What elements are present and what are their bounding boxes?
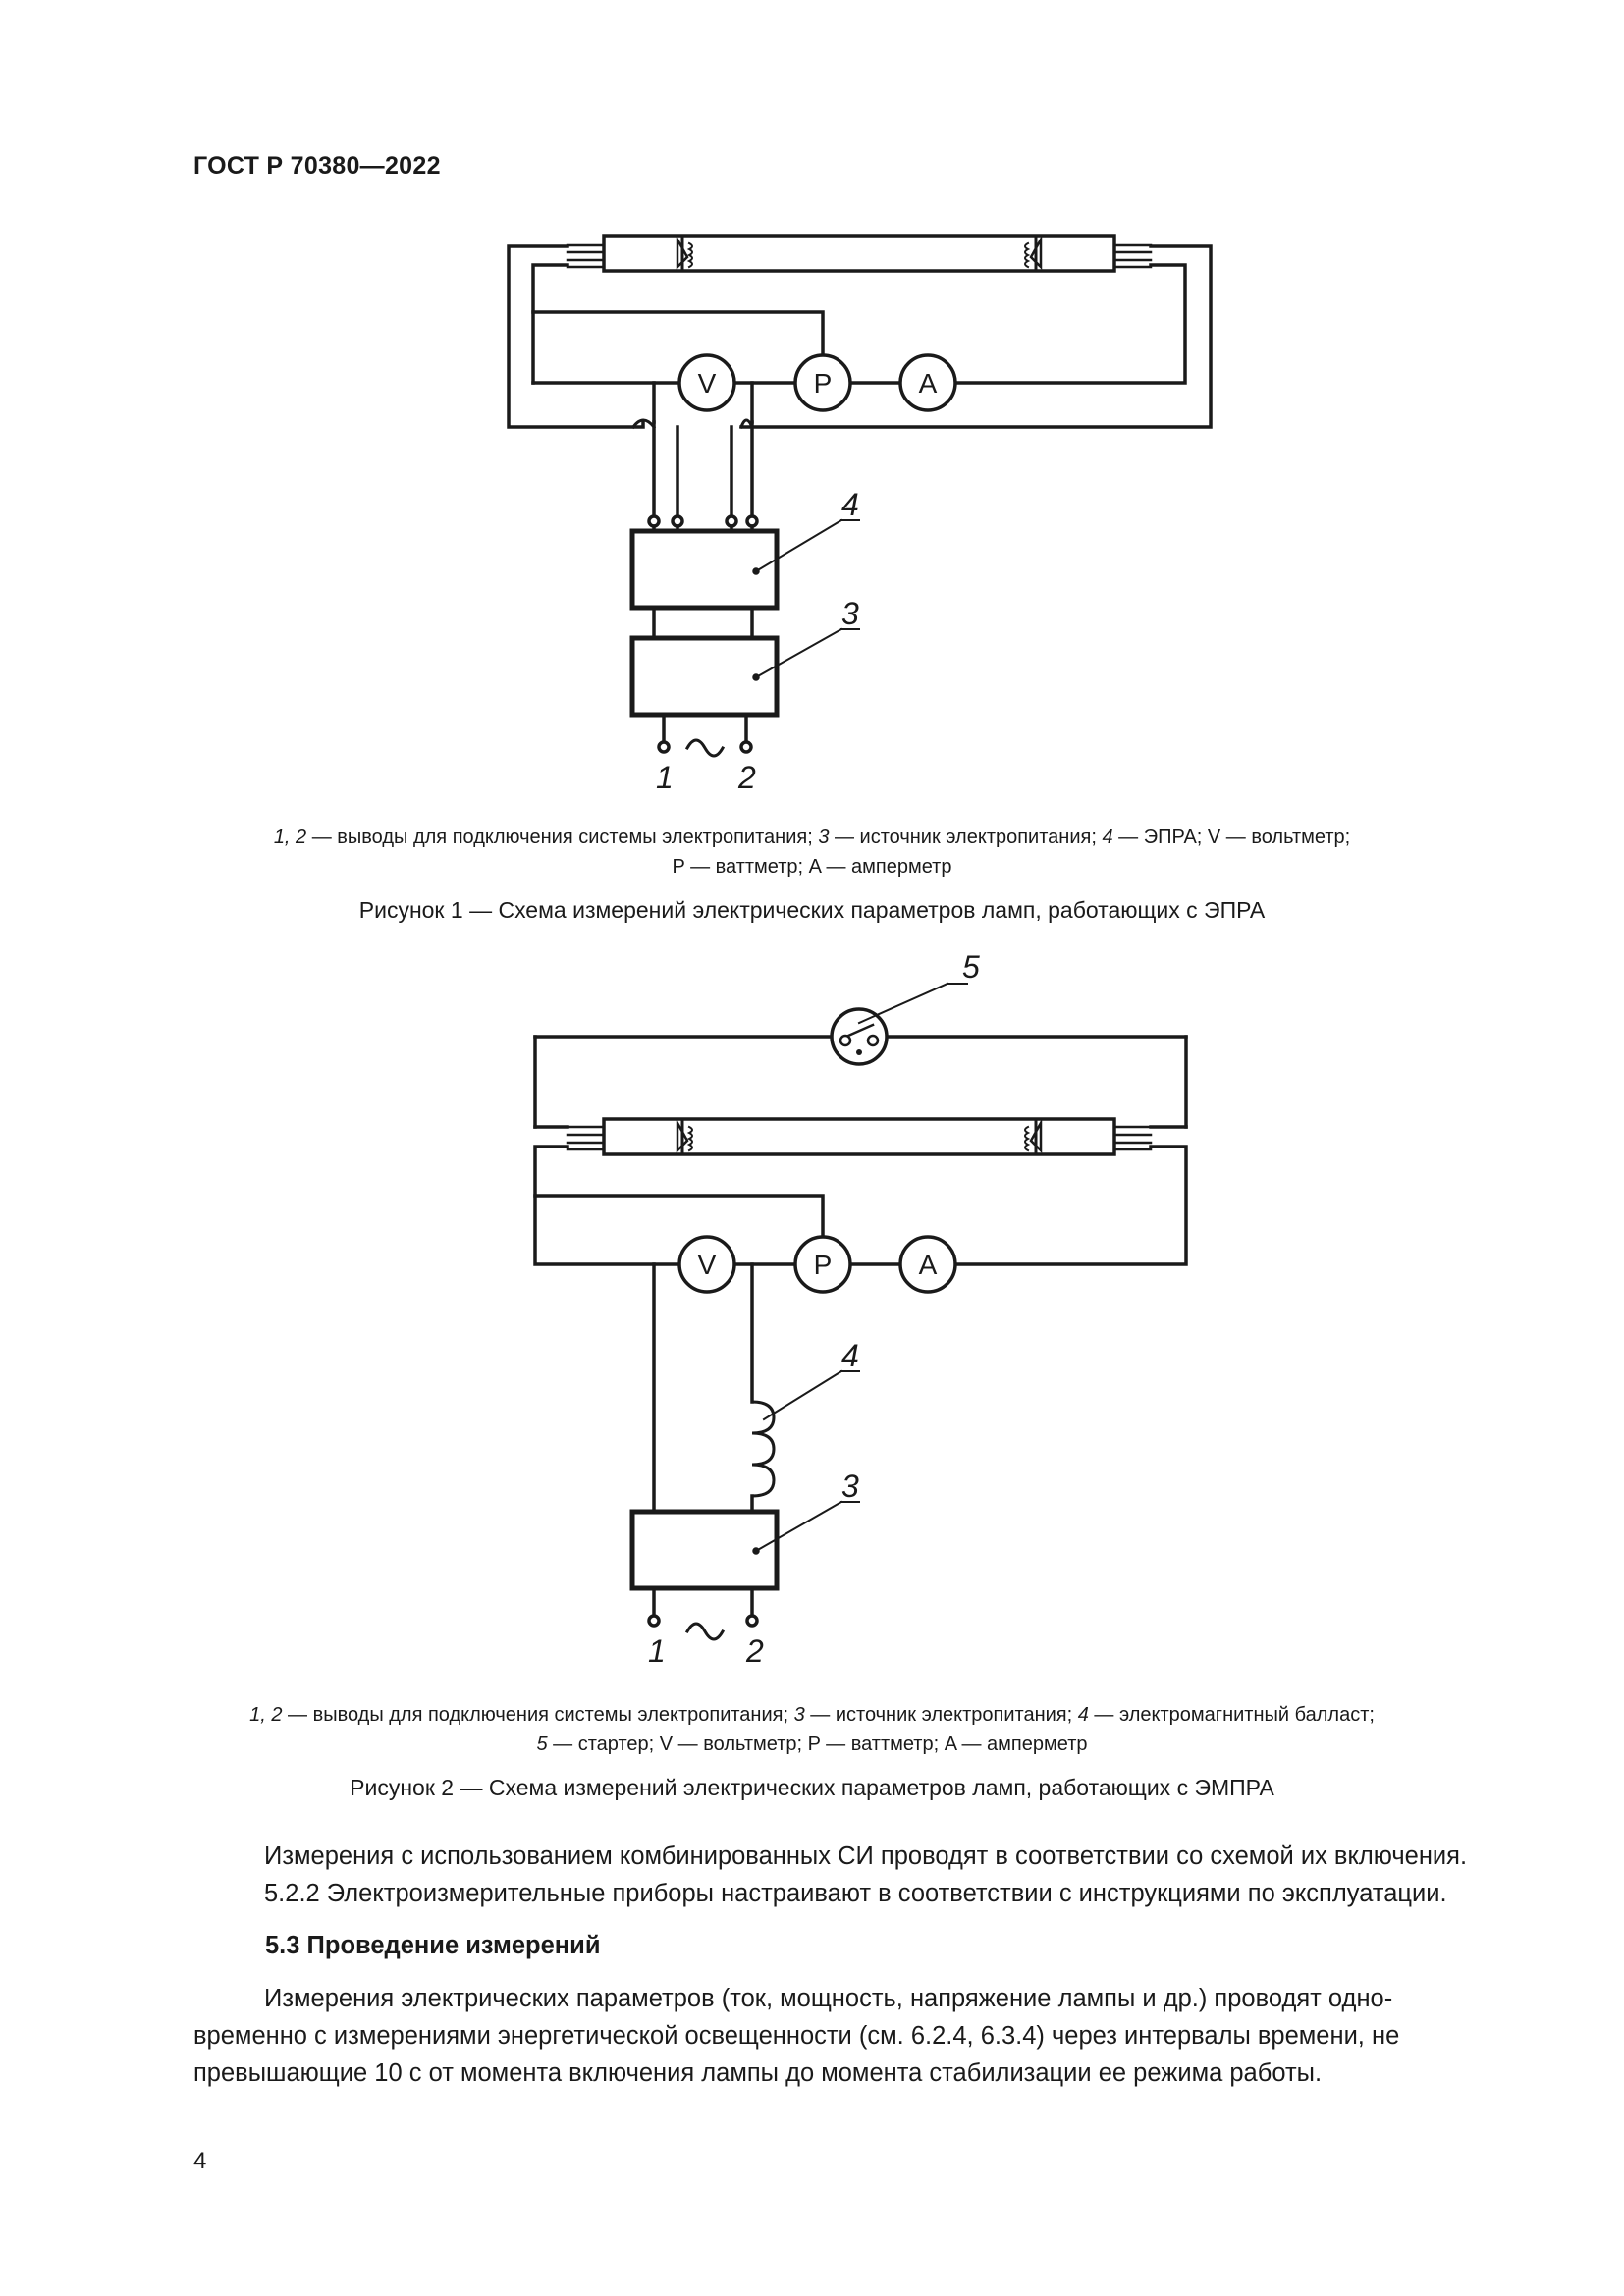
legend-term-3: 3 bbox=[818, 827, 830, 848]
label-ballast: 4 bbox=[841, 487, 859, 522]
page-number: 4 bbox=[193, 2148, 207, 2174]
legend-text: — выводы для подключения системы электро… bbox=[306, 827, 819, 848]
paragraph-5-2-2: 5.2.2 Электроизмерительные приборы настр… bbox=[264, 1880, 1447, 1907]
paragraph-measurements: Измерения электрических параметров (ток,… bbox=[193, 1980, 1517, 2092]
ammeter-label: A bbox=[919, 1250, 938, 1280]
starter bbox=[533, 1007, 1188, 1066]
voltmeter bbox=[677, 353, 736, 412]
document-header: ГОСТ Р 70380—2022 bbox=[193, 152, 441, 180]
paragraph-line: временно с измерениями энергетической ос… bbox=[193, 2022, 1400, 2050]
legend-text: — стартер; V — вольтметр; P — ваттметр; … bbox=[547, 1734, 1088, 1755]
legend-terms-1-2: 1, 2 bbox=[273, 827, 307, 848]
legend-text: — электромагнитный балласт; bbox=[1088, 1704, 1375, 1726]
legend-text: — выводы для подключения системы электро… bbox=[282, 1704, 794, 1726]
power-source-box bbox=[629, 1509, 780, 1591]
label-pin-2: 2 bbox=[737, 760, 756, 795]
legend-term-4: 4 bbox=[1102, 827, 1113, 848]
label-pin-1: 1 bbox=[656, 760, 674, 795]
legend-term-3: 3 bbox=[793, 1704, 805, 1726]
label-pin-1: 1 bbox=[648, 1633, 666, 1669]
figure-2-caption: Рисунок 2 — Схема измерений электрически… bbox=[350, 1775, 1274, 1800]
section-title-5-3: 5.3 Проведение измерений bbox=[265, 1932, 601, 1959]
ammeter-label: A bbox=[919, 368, 938, 399]
figure-1-legend: 1, 2 — выводы для подключения системы эл… bbox=[196, 823, 1428, 881]
lamp-tube bbox=[566, 1117, 1153, 1156]
label-starter: 5 bbox=[962, 949, 980, 985]
legend-terms-1-2: 1, 2 bbox=[249, 1704, 283, 1726]
paragraph-combined-instruments: Измерения с использованием комбинированн… bbox=[264, 1842, 1468, 1870]
paragraph-line: Измерения электрических параметров (ток,… bbox=[264, 1985, 1393, 2012]
ballast-box bbox=[629, 528, 780, 611]
paragraph-line: превышающие 10 с от момента включения ла… bbox=[193, 2059, 1323, 2087]
legend-term-4: 4 bbox=[1077, 1704, 1089, 1726]
wattmeter bbox=[793, 1235, 852, 1294]
voltmeter-label: V bbox=[698, 368, 717, 399]
label-ballast: 4 bbox=[841, 1338, 859, 1373]
label-source: 3 bbox=[841, 1468, 859, 1504]
legend-term-5: 5 bbox=[536, 1734, 548, 1755]
label-source: 3 bbox=[841, 596, 859, 631]
ballast-coil bbox=[750, 1400, 776, 1498]
lamp-tube bbox=[566, 234, 1153, 273]
power-source-box bbox=[629, 635, 780, 718]
ammeter bbox=[898, 353, 957, 412]
voltmeter-label: V bbox=[698, 1250, 717, 1280]
wattmeter bbox=[793, 353, 852, 412]
figure-1-schematic: V P A 4 3 1 2 bbox=[507, 234, 1213, 795]
ammeter bbox=[898, 1235, 957, 1294]
figure-2-schematic: V P A 5 4 3 1 2 bbox=[533, 949, 1188, 1669]
legend-text: — источник электропитания; bbox=[804, 1704, 1078, 1726]
label-pin-2: 2 bbox=[745, 1633, 764, 1669]
figure-2-legend: 1, 2 — выводы для подключения системы эл… bbox=[196, 1700, 1428, 1759]
voltmeter bbox=[677, 1235, 736, 1294]
wattmeter-label: P bbox=[814, 368, 833, 399]
wattmeter-label: P bbox=[814, 1250, 833, 1280]
figure-1-caption: Рисунок 1 — Схема измерений электрически… bbox=[358, 897, 1266, 923]
legend-text: P — ваттметр; A — амперметр bbox=[672, 856, 952, 878]
legend-text: — ЭПРА; V — вольтметр; bbox=[1112, 827, 1351, 848]
legend-text: — источник электропитания; bbox=[829, 827, 1103, 848]
